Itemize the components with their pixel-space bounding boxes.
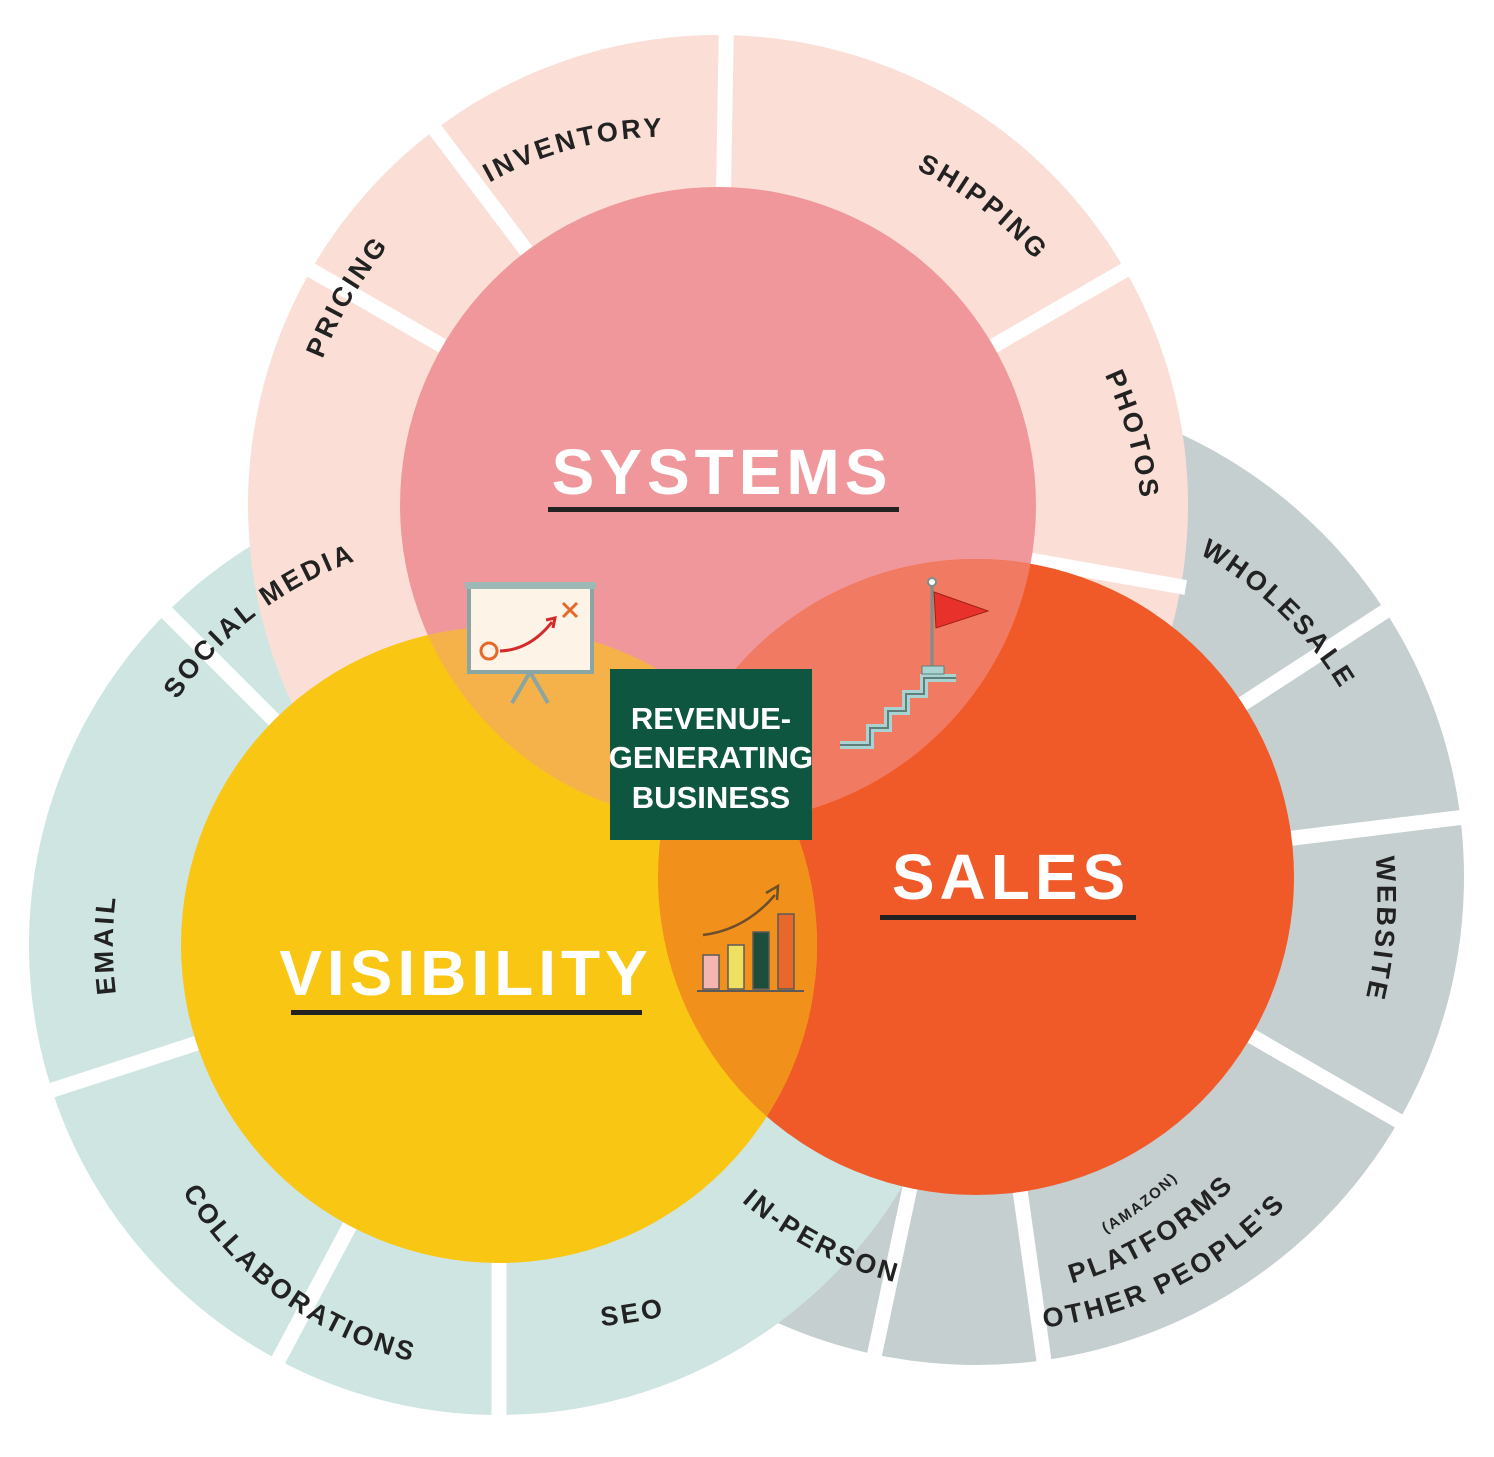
ring-separator (716, 29, 734, 188)
ring-separator (426, 121, 533, 256)
visibility-underline (291, 1010, 642, 1015)
strategy-board-icon (465, 582, 596, 705)
visibility-label: VISIBILITY (279, 937, 653, 1009)
systems-underline (548, 507, 899, 512)
growth-bar-chart-icon (697, 883, 804, 992)
ring-separator (302, 261, 447, 353)
sales-underline (880, 915, 1136, 920)
ring-separator (269, 1222, 357, 1368)
center-line-2: GENERATING (609, 740, 813, 775)
ring-separator (1238, 601, 1396, 711)
ring-separator (1247, 1029, 1409, 1131)
ring-separator (1290, 809, 1469, 846)
center-line-1: REVENUE- (631, 701, 791, 736)
ring-separator (157, 603, 280, 726)
ring-separator (865, 1186, 918, 1363)
ring-separator (1029, 552, 1188, 595)
ring-separators (44, 29, 1469, 1420)
center-box: REVENUE- GENERATING BUSINESS (609, 669, 813, 840)
systems-sales-overlap (658, 559, 1036, 823)
flag-stairs-icon (840, 577, 990, 749)
center-line-3: BUSINESS (632, 780, 790, 815)
ring-separator (989, 261, 1134, 353)
sales-label: SALES (892, 841, 1130, 913)
ring-label-email: EMAIL (89, 893, 122, 997)
ring-separator (1012, 1190, 1053, 1369)
systems-label: SYSTEMS (552, 436, 893, 508)
ring-separator (44, 1036, 199, 1099)
